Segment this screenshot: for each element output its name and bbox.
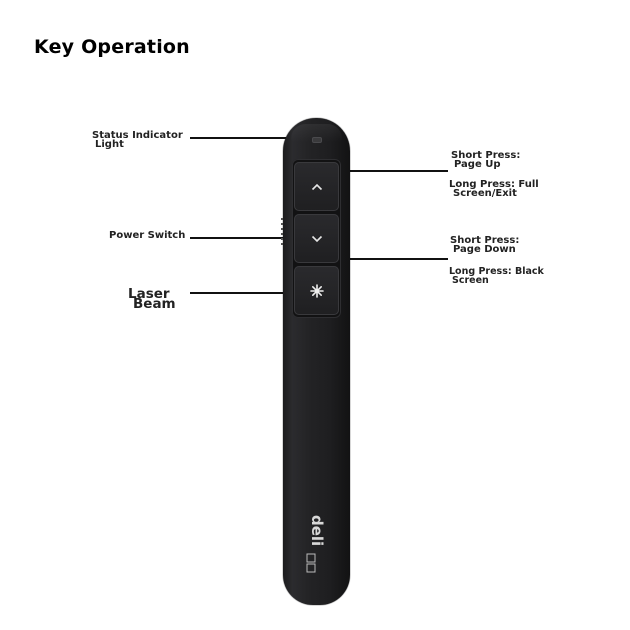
label-status-indicator: Status Indicator Light [92, 130, 183, 150]
label-laser-beam-line2: Beam [133, 296, 176, 312]
chevron-up-icon [311, 183, 322, 190]
diagram-title: Key Operation [34, 36, 190, 58]
label-page-up-long: Long Press: Full Screen/Exit [449, 179, 539, 199]
label-page-down-long-line1: Long Press: Black [449, 266, 544, 277]
label-page-down-short: Short Press: Page Down [450, 235, 520, 255]
leader-line-power-switch [190, 237, 284, 239]
label-page-down-long: Long Press: Black Screen [449, 266, 544, 286]
brand-logo: deli [306, 515, 326, 573]
label-page-up-short-line2: Page Up [454, 159, 501, 170]
label-power-switch-line1: Power Switch [109, 230, 186, 241]
label-laser-beam: Laser Beam [128, 286, 176, 312]
leader-line-page-up [323, 170, 448, 172]
label-page-up-long-line2: Screen/Exit [453, 188, 517, 199]
label-status-indicator-line1: Status Indicator [92, 130, 183, 141]
label-page-down-short-line2: Page Down [453, 244, 516, 255]
page-down-key[interactable] [294, 214, 339, 263]
label-page-down-short-line1: Short Press: [450, 235, 520, 246]
label-status-indicator-line2: Light [95, 139, 124, 150]
page-up-key[interactable] [294, 162, 339, 211]
laser-key[interactable] [294, 266, 339, 315]
presenter-remote: deli [281, 118, 350, 605]
leader-line-page-down [323, 258, 448, 260]
label-power-switch: Power Switch [109, 230, 186, 241]
power-switch[interactable] [281, 218, 283, 248]
leader-line-laser-beam [190, 292, 300, 294]
chevron-down-icon [311, 235, 322, 242]
label-page-up-short-line1: Short Press: [451, 150, 521, 161]
label-page-up-short: Short Press: Page Up [451, 150, 521, 170]
laser-burst-icon [309, 283, 324, 298]
brand-logo-text: deli [308, 515, 326, 546]
label-page-down-long-line2: Screen [452, 275, 489, 286]
label-page-up-long-line1: Long Press: Full [449, 179, 539, 190]
status-indicator-light [312, 137, 322, 143]
label-laser-beam-line1: Laser [128, 286, 170, 302]
keypad [292, 159, 341, 318]
remote-top-highlight [291, 124, 342, 142]
leader-line-status-indicator [190, 137, 312, 139]
